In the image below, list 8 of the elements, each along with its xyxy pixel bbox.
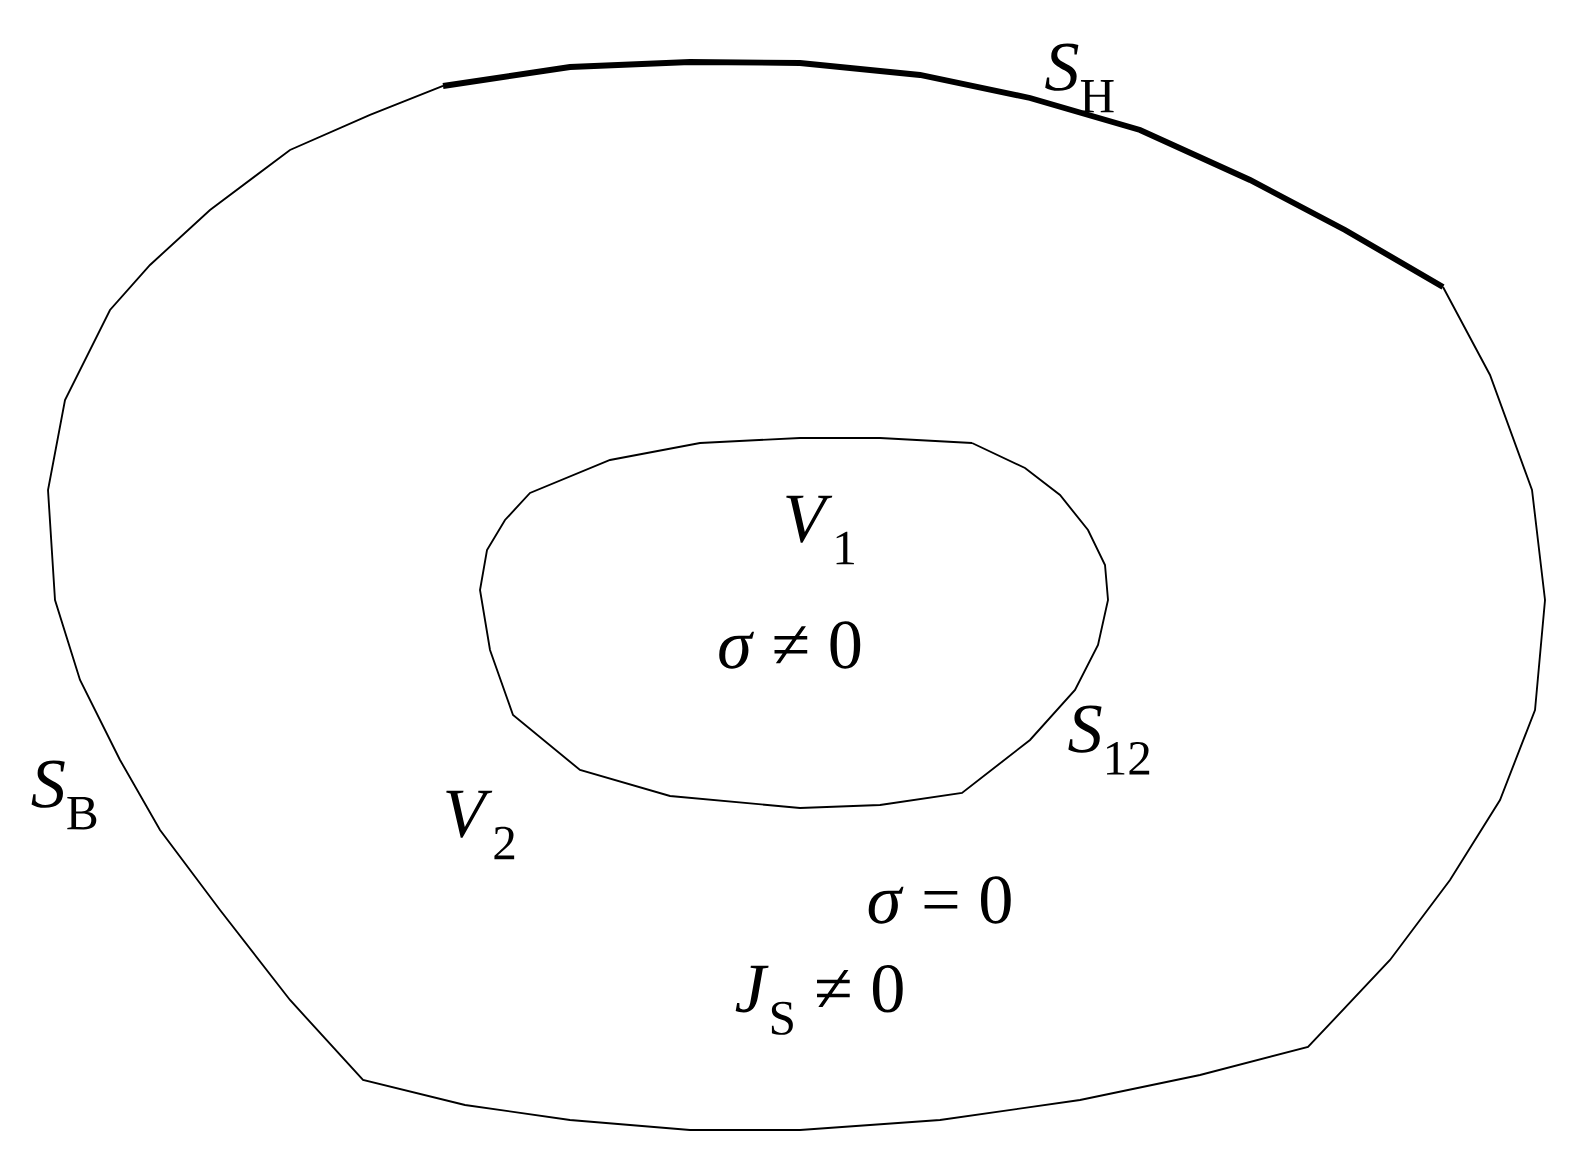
region-label: V$_{2}$	[446, 790, 515, 860]
boundary-label: S$_{B}$	[31, 760, 97, 830]
boundary-label: S$_{12}$	[1068, 705, 1150, 775]
region-label: σ ≠ 0	[719, 621, 861, 669]
region-label: V$_{1}$	[786, 495, 854, 565]
region-label: J$_{S}$ ≠ 0	[735, 965, 903, 1035]
boundary-label: S$_{H}$	[1045, 43, 1114, 113]
region-label: σ = 0	[868, 876, 1011, 924]
